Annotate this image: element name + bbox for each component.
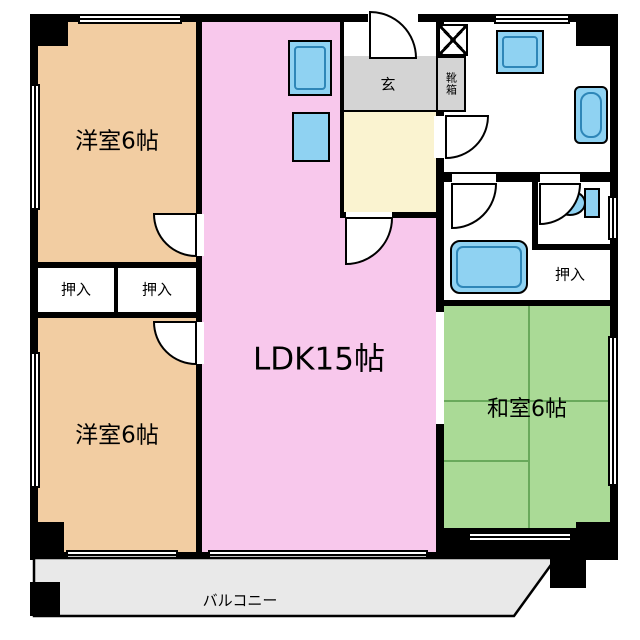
- pillar-balcony-right: [550, 556, 586, 588]
- label-ldk: LDK15帖: [253, 341, 385, 378]
- label-japanese-room: 和室6帖: [487, 397, 567, 422]
- label-entrance: 玄: [380, 75, 396, 94]
- closet-top-b: [118, 268, 196, 312]
- door-gap-western-top: [194, 214, 204, 256]
- door-gap-hall-ldk: [346, 212, 392, 218]
- tatami-line: [444, 400, 610, 402]
- label-closet-right: 押入: [554, 265, 586, 284]
- shoe-cabinet: [436, 56, 466, 112]
- tatami-line: [528, 306, 530, 402]
- window-western-top-west: [30, 84, 40, 210]
- hallway-floor: [344, 112, 436, 212]
- door-gap-entrance: [368, 14, 418, 22]
- washing-machine-pan: [502, 36, 538, 68]
- pipe-space-icon: [438, 24, 468, 56]
- wash-basin: [574, 86, 608, 144]
- label-closet-b: 押入: [141, 280, 173, 299]
- entrance-floor: [344, 56, 436, 112]
- closet-top-a: [38, 268, 114, 312]
- washing-machine: [496, 30, 544, 74]
- pillar-balcony-left: [30, 582, 60, 616]
- label-balcony: バルコニー: [202, 591, 278, 610]
- window-western-top-north: [78, 14, 182, 24]
- toilet-tank: [584, 188, 600, 218]
- bathtub-inner: [456, 246, 522, 288]
- tatami-line: [528, 402, 530, 528]
- hallway-left-wall: [340, 22, 344, 212]
- kitchen-counter-lower: [292, 112, 330, 162]
- pillar-top-left: [30, 14, 68, 46]
- door-gap-western-bottom: [194, 322, 204, 364]
- window-japanese-balcony: [468, 532, 572, 542]
- hallway-bottom-wall: [340, 212, 444, 218]
- wash-basin-bowl: [580, 92, 602, 138]
- door-gap-toilet: [540, 174, 580, 184]
- window-ldk-balcony: [208, 550, 428, 560]
- room-japanese: [444, 306, 610, 528]
- pillar-top-right: [576, 14, 618, 46]
- label-shoe-cabinet: 靴箱: [444, 72, 458, 96]
- balcony-floor: [32, 556, 559, 618]
- window-washroom-north: [494, 14, 570, 24]
- entrance-vestibule: [344, 22, 436, 56]
- window-western-bottom-west: [30, 352, 40, 488]
- label-closet-a: 押入: [60, 280, 92, 299]
- pillar-bottom-right: [576, 522, 618, 560]
- window-japanese-east: [608, 336, 618, 486]
- label-western-room-bottom: 洋室6帖: [75, 422, 159, 449]
- sliding-door-japanese: [436, 312, 444, 424]
- window-toilet-east: [608, 196, 618, 240]
- tatami-line: [444, 460, 530, 462]
- kitchen-counter-upper: [288, 40, 332, 96]
- door-gap-bathroom: [452, 174, 496, 184]
- toilet-bowl: [554, 190, 586, 216]
- closet-right: [530, 250, 610, 300]
- label-western-room-top: 洋室6帖: [75, 128, 159, 155]
- pillar-bottom-left: [30, 522, 64, 560]
- kitchen-sink: [294, 46, 326, 90]
- bathtub: [450, 240, 528, 294]
- window-western-bottom-south: [66, 550, 178, 560]
- door-gap-hall-corridor: [434, 116, 446, 158]
